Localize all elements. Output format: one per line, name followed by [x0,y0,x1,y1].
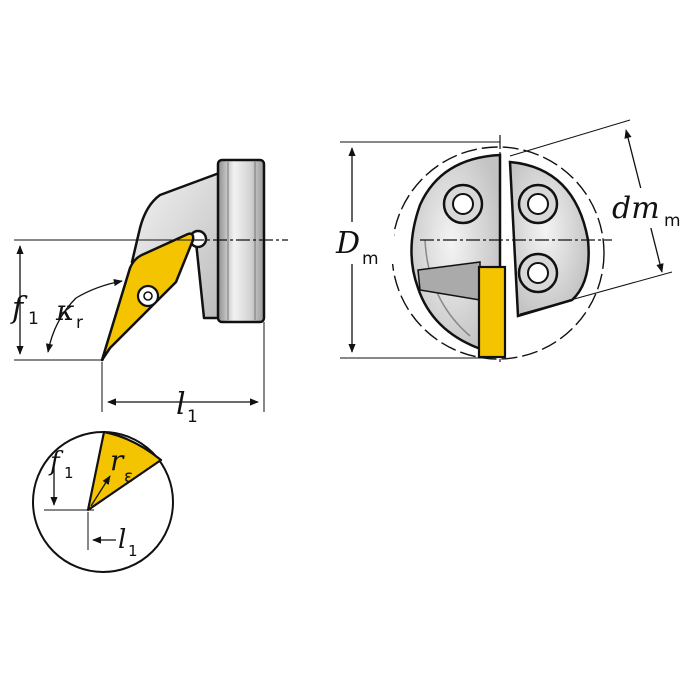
svg-text:1: 1 [64,464,74,482]
dmm-label: dm [612,191,660,226]
svg-text:m: m [664,211,681,231]
detail-view: r ε f 1 l 1 [32,430,174,573]
svg-text:m: m [362,249,379,269]
swing-circle [391,146,605,360]
detail-insert-tip [86,430,163,512]
svg-text:ε: ε [124,467,133,487]
insert-screw [136,284,160,308]
kr-arc [45,278,123,353]
bolt-top-left [442,183,484,225]
svg-text:r: r [76,313,83,333]
insert-end-view [477,265,507,359]
end-view: D m dm m [334,119,694,364]
bolt-top-right [517,183,559,225]
svg-text:1: 1 [128,542,138,560]
end-face-right [508,160,590,318]
tool-shank [216,158,266,324]
l1-label: l [176,387,186,422]
f1-label: f [10,291,28,326]
side-view: f 1 κ r l 1 [10,158,288,427]
bolt-bottom-right [517,252,559,294]
svg-text:1: 1 [187,407,198,427]
svg-text:1: 1 [28,309,39,329]
dm-label: D [335,226,360,261]
l1-detail-label: l [118,525,126,555]
re-label: r [110,444,125,477]
